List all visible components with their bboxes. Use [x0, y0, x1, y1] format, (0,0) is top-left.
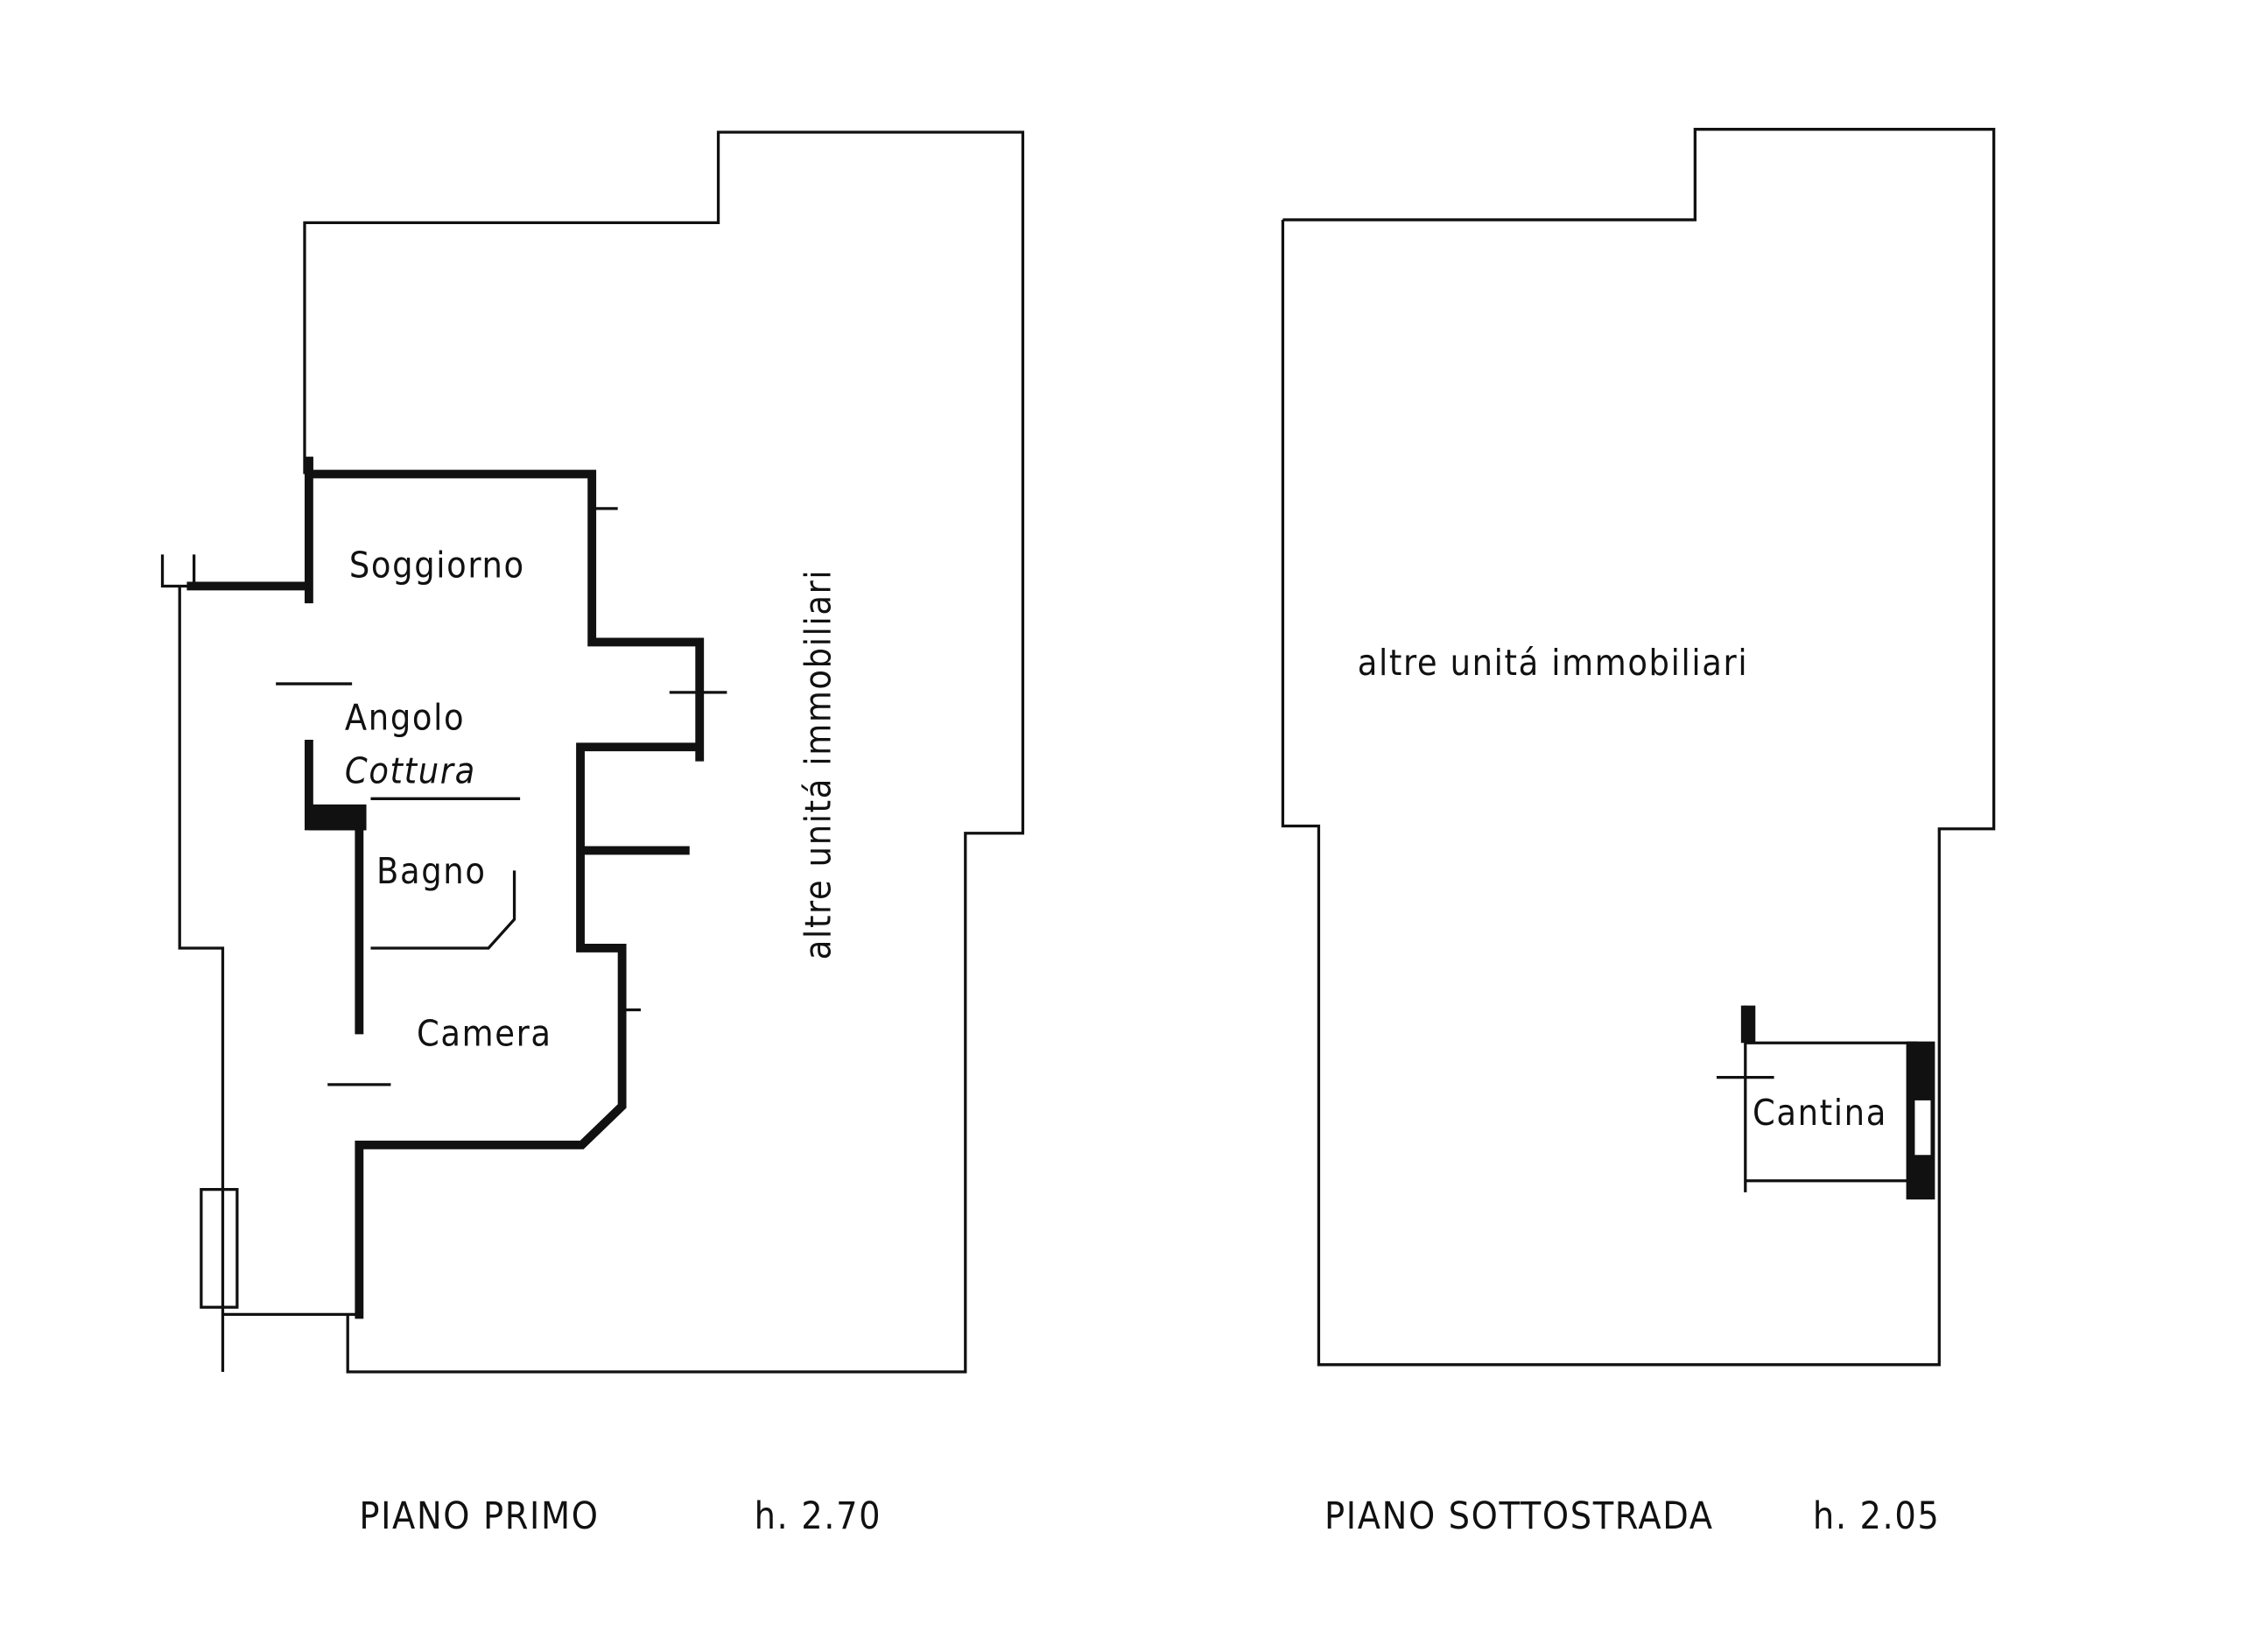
column [200, 1187, 239, 1309]
plan-height: h. 2.05 [1813, 1494, 1941, 1538]
room-label-cottura: Cottura [345, 749, 476, 791]
room-label-soggiorno: Soggiorno [349, 545, 525, 587]
apartment-walls [355, 742, 700, 1319]
window [1912, 1097, 1934, 1158]
other-units-label: altre unitá immobiliari [797, 569, 839, 960]
balcony-rail [160, 554, 196, 588]
room-label-angolo: Angolo [345, 697, 465, 739]
plan-height: h. 2.70 [755, 1494, 882, 1538]
wall-block [308, 804, 367, 831]
piano-primo-plan: Soggiorno Angolo Cottura Bagno Camera al… [160, 130, 1025, 1538]
other-units-label: altre unitá immobiliari [1358, 642, 1749, 684]
balcony-outline [178, 586, 225, 1373]
building-outline [1281, 128, 1996, 1367]
plan-caption: PIANO PRIMO [359, 1494, 599, 1538]
plan-caption: PIANO SOTTOSTRADA [1324, 1494, 1714, 1538]
wall-block [1740, 1005, 1756, 1044]
room-label-camera: Camera [417, 1013, 552, 1055]
room-label-bagno: Bagno [376, 850, 487, 892]
building-outline [303, 130, 1025, 1374]
bathroom-wall [370, 870, 516, 950]
piano-sottostrada-plan: altre unitá immobiliari Cantina PIANO SO… [1281, 128, 1996, 1538]
room-label-cantina: Cantina [1753, 1092, 1887, 1134]
